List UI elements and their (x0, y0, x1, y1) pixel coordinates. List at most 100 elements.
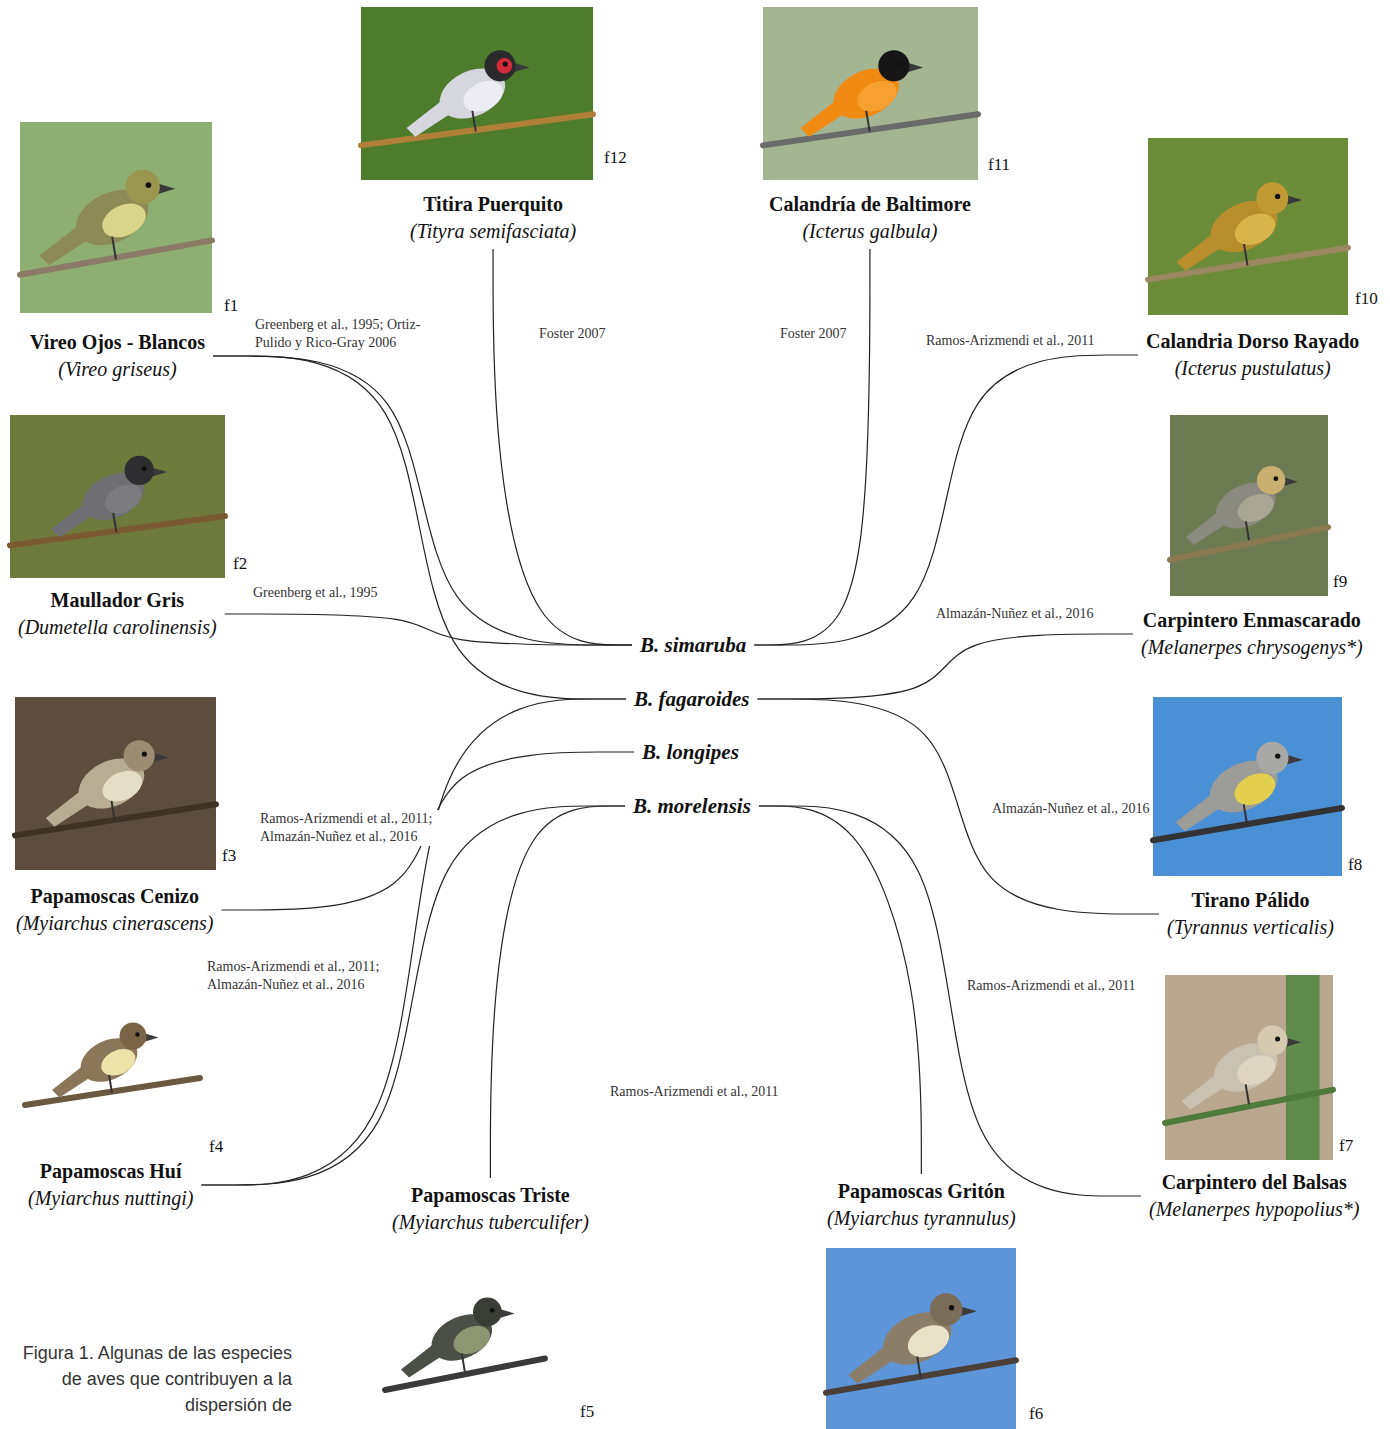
bird-photo (25, 985, 200, 1135)
citation-label: Foster 2007 (778, 325, 849, 343)
scientific-name: (Tityra semifasciata) (410, 218, 576, 245)
bird-species: Tirano Pálido(Tyrannus verticalis) (1161, 885, 1340, 943)
species-name: Papamoscas Triste (392, 1182, 589, 1209)
bird-photo (385, 1250, 545, 1425)
bird-head (473, 1298, 502, 1327)
citation-label: Ramos-Arizmendi et al., 2011 (965, 977, 1138, 995)
photo-ground (10, 415, 225, 578)
bird-eye (1275, 1036, 1280, 1041)
photo-ground (1165, 975, 1333, 1160)
branch (361, 114, 593, 145)
scientific-name: (Myiarchus cinerascens) (16, 910, 214, 937)
bird-species: Papamoscas Huí(Myiarchus nuttingi) (22, 1156, 199, 1214)
species-name: B. morelensis (633, 793, 751, 819)
bird-photo (1165, 975, 1333, 1160)
bird-leg (462, 1354, 465, 1373)
dispersal-link (759, 806, 921, 1174)
bird-leg (1246, 1084, 1249, 1104)
bird-species: Titira Puerquito(Tityra semifasciata) (404, 189, 582, 247)
bird-leg (109, 1075, 112, 1093)
branch (763, 114, 978, 145)
species-name: Carpintero Enmascarado (1141, 607, 1363, 634)
citation-label: Almazán-Nuñez et al., 2016 (934, 605, 1095, 623)
citation-label: Foster 2007 (537, 325, 608, 343)
callout-number: f11 (988, 155, 1010, 175)
bird-head (930, 1293, 963, 1326)
scientific-name: (Myiarchus tyrannulus) (827, 1205, 1016, 1232)
bird-head (878, 50, 909, 81)
callout-number: f9 (1333, 572, 1347, 592)
bird-species: Calandría de Baltimore(Icterus galbula) (763, 189, 977, 247)
bird-photo (15, 697, 216, 870)
photo-ground (25, 985, 200, 1135)
bird-photo (826, 1248, 1016, 1429)
cactus-stem (1286, 975, 1320, 1160)
photo-ground (15, 697, 216, 870)
bird-eye (135, 1032, 140, 1037)
scientific-name: (Melanerpes chrysogenys*) (1141, 634, 1363, 661)
callout-number: f4 (209, 1137, 223, 1157)
bird-leg (1244, 804, 1248, 825)
species-name: Papamoscas Cenizo (16, 883, 214, 910)
bird-photo (361, 7, 593, 180)
species-name: Maullador Gris (18, 587, 217, 614)
bird-head (1256, 742, 1288, 774)
callout-number: f12 (604, 148, 627, 168)
plant-species: B. simaruba (634, 630, 752, 660)
callout-number: f8 (1348, 855, 1362, 875)
bird-leg (917, 1357, 921, 1379)
scientific-name: (Icterus pustulatus) (1146, 355, 1359, 382)
bird-species: Papamoscas Cenizo(Myiarchus cinerascens) (10, 881, 220, 939)
bird-photo (1153, 697, 1342, 876)
bird-leg (1244, 244, 1248, 265)
scientific-name: (Myiarchus tuberculifer) (392, 1209, 589, 1236)
callout-number: f5 (580, 1402, 594, 1422)
dispersal-link (759, 806, 1141, 1196)
bird-species: Papamoscas Triste(Myiarchus tuberculifer… (386, 1180, 595, 1238)
bird-leg (1246, 521, 1249, 540)
bird-eye (142, 466, 147, 471)
species-name: Carpintero del Balsas (1149, 1169, 1360, 1196)
citation-label: Almazán-Nuñez et al., 2016 (990, 800, 1151, 818)
bird-leg (866, 111, 869, 132)
scientific-name: (Melanerpes hypopolius*) (1149, 1196, 1360, 1223)
scientific-name: (Tyrannus verticalis) (1167, 914, 1334, 941)
bird-species: Calandria Dorso Rayado(Icterus pustulatu… (1140, 326, 1365, 384)
bird-leg (111, 801, 114, 822)
dispersal-link (201, 699, 626, 1185)
bird-head (126, 170, 160, 204)
bird-photo (1170, 415, 1328, 596)
citation-label: Ramos-Arizmendi et al., 2011; Almazán-Nu… (258, 810, 457, 846)
bird-mask (497, 58, 513, 74)
scientific-name: (Dumetella carolinensis) (18, 614, 217, 641)
bird-head (1256, 182, 1288, 214)
bird-head (1257, 1026, 1287, 1056)
bird-body (431, 58, 513, 128)
callout-number: f1 (224, 296, 238, 316)
callout-number: f6 (1029, 1404, 1043, 1424)
plant-species: B. fagaroides (628, 684, 756, 714)
bird-eye (490, 1308, 495, 1313)
species-name: Calandria Dorso Rayado (1146, 328, 1359, 355)
species-name: B. fagaroides (634, 686, 750, 712)
bird-eye (146, 182, 152, 188)
bird-species: Papamoscas Gritón(Myiarchus tyrannulus) (821, 1176, 1022, 1234)
species-name: Titira Puerquito (410, 191, 576, 218)
dispersal-link (493, 249, 632, 645)
bird-photo (763, 7, 978, 180)
bird-photo (10, 415, 225, 578)
bird-leg (112, 237, 116, 260)
bird-leg (472, 111, 475, 132)
scientific-name: (Vireo griseus) (30, 356, 205, 383)
bird-species: Carpintero del Balsas(Melanerpes hypopol… (1143, 1167, 1366, 1225)
callout-number: f3 (222, 846, 236, 866)
photo-ground (763, 7, 978, 180)
bird-eye (1275, 753, 1280, 758)
bird-species: Vireo Ojos - Blancos(Vireo griseus) (24, 327, 211, 385)
species-name: Papamoscas Gritón (827, 1178, 1016, 1205)
photo-ground (1148, 138, 1348, 315)
species-name: Tirano Pálido (1167, 887, 1334, 914)
dispersal-link (222, 752, 634, 910)
citation-label: Greenberg et al., 1995 (251, 584, 380, 602)
photo-ground (826, 1248, 1016, 1429)
